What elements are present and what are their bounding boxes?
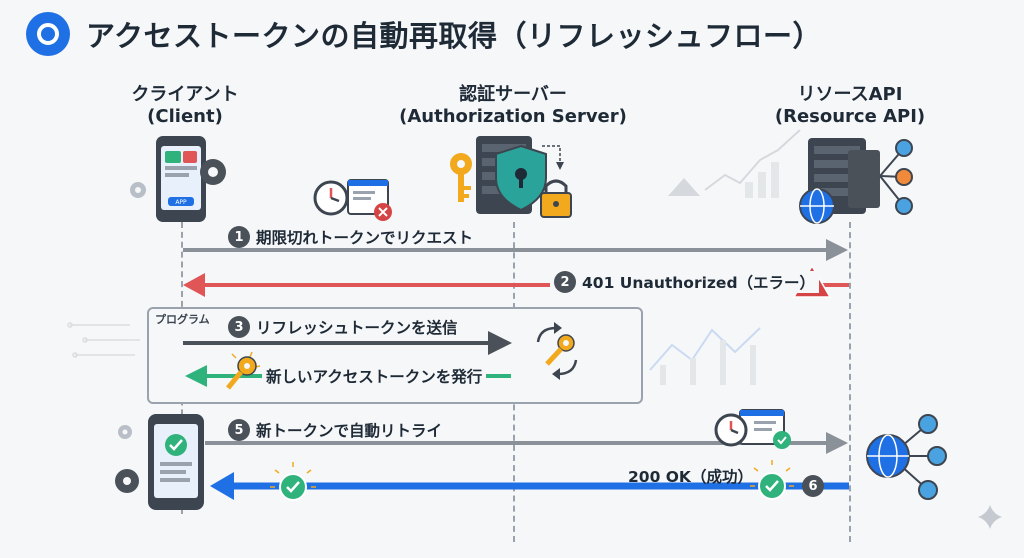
step-5-label: 5 新トークンで自動リトライ [224,419,447,441]
arrow-step-3 [183,331,512,355]
key-icon [450,153,472,202]
step-5-text: 新トークンで自動リトライ [256,422,443,440]
title-bar: アクセストークンの自動再取得（リフレッシュフロー） [26,12,822,56]
step-4-label: 新しいアクセストークンを発行 [262,365,487,387]
network-globe-icon [866,414,947,500]
column-header-client: クライアント (Client) [95,84,275,128]
step-1-text: 期限切れトークンでリクエスト [256,229,474,247]
page-title: アクセストークンの自動再取得（リフレッシュフロー） [86,19,823,53]
step-3-number: 3 [228,316,250,338]
phone-app-label: APP [175,199,187,206]
smartphone-success-icon [148,414,204,510]
column-header-auth: 認証サーバー (Authorization Server) [393,84,633,128]
resource-name: リソースAPI [797,84,903,105]
success-check-left-icon [270,462,316,501]
auth-sub: (Authorization Server) [399,106,627,127]
new-key-sparkle-icon [226,351,261,390]
arrow-step-6 [210,472,849,500]
auth-name: 認証サーバー [459,84,567,105]
circuit-decoration-icon [67,322,140,358]
success-check-right-icon [750,460,794,500]
padlock-icon [540,179,572,218]
step-3-text: リフレッシュトークンを送信 [256,319,458,337]
lifeline-resource [849,222,851,542]
step-6-text: 200 OK（成功） [628,468,753,486]
smartphone-app-icon: APP [156,136,206,222]
client-sub: (Client) [147,106,223,127]
background-chart-icon [668,129,801,198]
gear-icon [130,159,226,198]
arrow-step-1 [183,239,848,261]
step-1-number: 1 [228,226,250,248]
sparkle-icon [978,505,1002,529]
program-box-label: プログラム [155,313,210,326]
step-6-number-label: 6 [802,475,824,497]
step-2-text: 401 Unauthorized（エラー） [582,274,816,292]
step-5-number: 5 [228,419,250,441]
refresh-key-icon [536,322,578,380]
error-window-icon [347,179,392,221]
gear-icon-bottom [115,425,139,493]
background-line-chart-icon [649,327,761,385]
step-4-text: 新しいアクセストークンを発行 [266,368,483,386]
expired-clock-icon [313,180,349,216]
step-2-label: 2 401 Unauthorized（エラー） [550,271,820,293]
globe-icon [799,188,835,224]
step-6-text-label: 200 OK（成功） [624,465,757,487]
refresh-arrow-small-icon [542,145,564,170]
resource-sub: (Resource API) [774,106,926,127]
step-3-label: 3 リフレッシュトークンを送信 [224,316,462,338]
shield-lock-icon [495,144,547,212]
step-2-number: 2 [554,271,576,293]
step-1-label: 1 期限切れトークンでリクエスト [224,226,478,248]
column-header-resource: リソースAPI (Resource API) [760,84,940,128]
step-6-number: 6 [802,475,824,497]
clock-window-icon [714,409,791,449]
client-name: クライアント [131,84,239,105]
logo-icon [26,12,70,56]
network-nodes-icon [879,139,913,215]
